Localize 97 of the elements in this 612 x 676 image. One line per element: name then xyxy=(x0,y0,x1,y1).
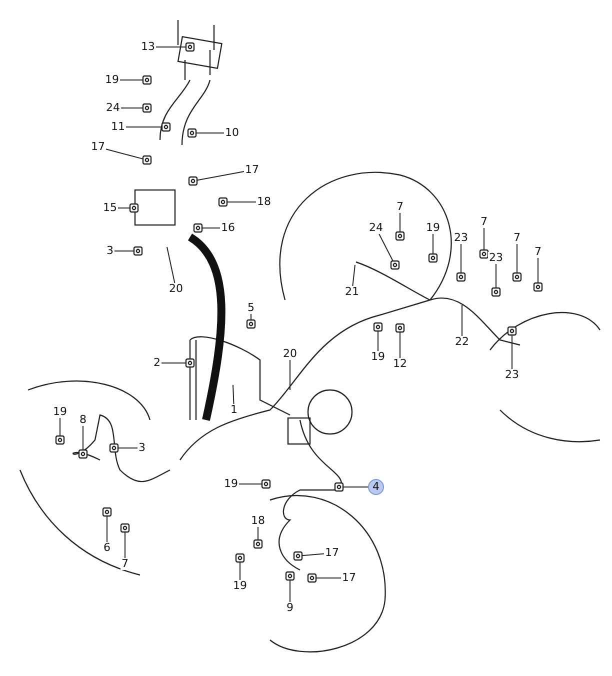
callout-number: 19 xyxy=(223,478,239,490)
fitting-icon xyxy=(293,551,303,561)
callout-number: 13 xyxy=(140,41,156,53)
leader-line xyxy=(432,234,434,254)
callout-number: 3 xyxy=(138,442,146,454)
fitting-icon xyxy=(533,282,543,292)
fitting-icon xyxy=(285,571,295,581)
leader-line xyxy=(106,516,108,542)
callout-number: 6 xyxy=(102,542,112,554)
leader-line xyxy=(126,126,162,128)
fitting-icon xyxy=(133,246,143,256)
fitting-icon xyxy=(428,253,438,263)
callout-number: 17 xyxy=(244,164,260,176)
callout-number: 10 xyxy=(224,127,240,139)
leader-line xyxy=(166,246,176,284)
fitting-icon xyxy=(142,103,152,113)
fitting-icon xyxy=(129,203,139,213)
fitting-icon xyxy=(307,573,317,583)
callout-number: 7 xyxy=(396,201,404,213)
fitting-icon xyxy=(78,449,88,459)
fitting-icon xyxy=(491,287,501,297)
leader-line xyxy=(161,362,186,364)
leader-line xyxy=(232,384,234,404)
fitting-icon xyxy=(390,260,400,270)
leader-line xyxy=(516,244,518,274)
callout-number: 8 xyxy=(78,414,88,426)
callout-number: 17 xyxy=(341,572,357,584)
fitting-icon xyxy=(218,197,228,207)
fitting-icon xyxy=(102,507,112,517)
callout-number: 19 xyxy=(425,222,441,234)
callout-number: 7 xyxy=(120,558,130,570)
fitting-icon xyxy=(246,319,256,329)
fitting-icon xyxy=(373,322,383,332)
fitting-icon xyxy=(334,482,344,492)
leader-line xyxy=(114,250,134,252)
fitting-icon xyxy=(188,176,198,186)
callout-number: 12 xyxy=(392,358,408,370)
leader-line xyxy=(342,486,368,488)
fitting-icon xyxy=(142,155,152,165)
leader-line xyxy=(196,171,244,181)
callout-number: 20 xyxy=(168,283,184,295)
fitting-icon xyxy=(109,443,119,453)
callout-number: 23 xyxy=(504,369,520,381)
callout-number: 20 xyxy=(282,348,298,360)
fitting-icon xyxy=(261,479,271,489)
callout-number: 7 xyxy=(534,246,542,258)
fitting-icon xyxy=(185,358,195,368)
fitting-icon xyxy=(395,323,405,333)
callout-number: 11 xyxy=(110,121,126,133)
fitting-icon xyxy=(456,272,466,282)
fitting-icon xyxy=(479,249,489,259)
leader-line xyxy=(250,314,252,320)
callout-number: 21 xyxy=(344,286,360,298)
callout-number: 17 xyxy=(324,547,340,559)
fitting-icon xyxy=(185,42,195,52)
leader-line xyxy=(460,244,462,274)
callout-number: 19 xyxy=(104,74,120,86)
callout-number: 2 xyxy=(152,357,162,369)
fitting-icon xyxy=(187,128,197,138)
callout-number: 19 xyxy=(370,351,386,363)
fitting-icon xyxy=(507,326,517,336)
callout-number: 18 xyxy=(256,196,272,208)
fitting-icon xyxy=(161,122,171,132)
callout-number: 22 xyxy=(454,336,470,348)
callout-number: 1 xyxy=(230,404,238,416)
callout-number: 5 xyxy=(246,302,256,314)
fitting-icon xyxy=(142,75,152,85)
fitting-icon xyxy=(253,539,263,549)
leader-line xyxy=(378,234,394,262)
fitting-icon xyxy=(55,435,65,445)
leader-line xyxy=(156,46,186,48)
callout-number: 23 xyxy=(453,232,469,244)
callout-number: 23 xyxy=(488,252,504,264)
leader-line xyxy=(106,148,144,160)
callout-number: 7 xyxy=(480,216,488,228)
fitting-icon xyxy=(193,223,203,233)
leader-line xyxy=(82,426,84,450)
callout-number: 3 xyxy=(106,245,114,257)
leader-line xyxy=(352,264,356,286)
leader-line xyxy=(196,132,224,134)
fitting-icon xyxy=(512,272,522,282)
fitting-icon xyxy=(120,523,130,533)
callout-number: 4 xyxy=(368,479,384,495)
leader-line xyxy=(302,553,324,556)
callout-number: 24 xyxy=(368,222,384,234)
callout-number: 19 xyxy=(232,580,248,592)
leader-line xyxy=(124,532,126,558)
callout-number: 18 xyxy=(250,515,266,527)
callout-number: 19 xyxy=(52,406,68,418)
fitting-icon xyxy=(235,553,245,563)
callout-number: 17 xyxy=(90,141,106,153)
fitting-icon xyxy=(395,231,405,241)
callout-number: 24 xyxy=(105,102,121,114)
callout-number: 15 xyxy=(102,202,118,214)
callout-number: 7 xyxy=(512,232,522,244)
callout-number: 9 xyxy=(286,602,294,614)
callout-number: 16 xyxy=(220,222,236,234)
